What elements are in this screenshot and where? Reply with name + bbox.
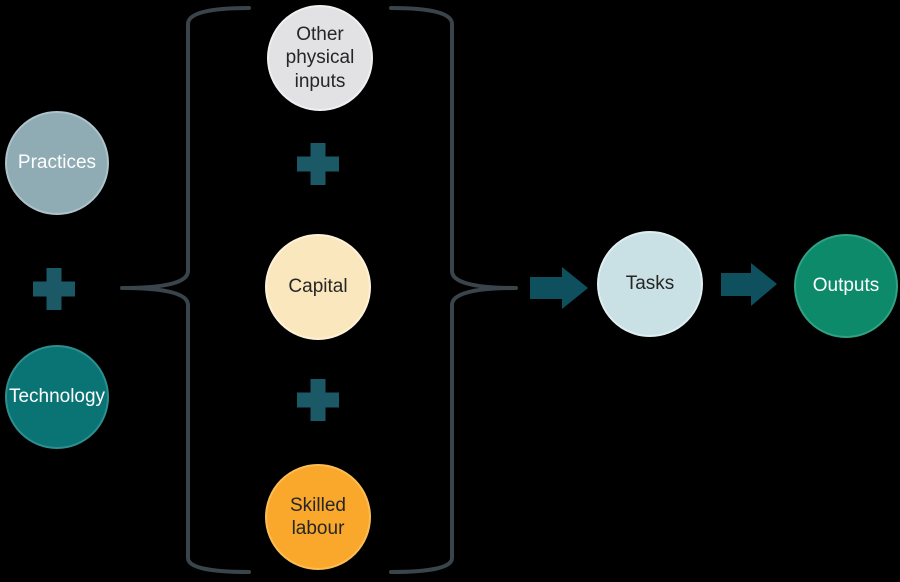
plus-icon bbox=[297, 143, 339, 185]
right-brace-icon bbox=[389, 6, 518, 574]
node-skilled-labour-label: Skilled labour bbox=[290, 494, 346, 539]
plus-icon bbox=[297, 379, 339, 421]
node-capital-label: Capital bbox=[288, 276, 348, 298]
node-outputs-label: Outputs bbox=[812, 275, 880, 297]
node-technology: Technology bbox=[5, 345, 109, 449]
node-outputs: Outputs bbox=[794, 234, 898, 338]
node-other-physical-inputs-label: Other physical inputs bbox=[285, 24, 355, 92]
arrow-right-icon bbox=[530, 267, 588, 309]
node-technology-label: Technology bbox=[8, 386, 106, 408]
node-capital: Capital bbox=[265, 234, 371, 340]
node-tasks: Tasks bbox=[597, 231, 703, 337]
arrow-right-icon bbox=[721, 263, 777, 306]
node-tasks-label: Tasks bbox=[625, 273, 675, 295]
node-practices: Practices bbox=[5, 111, 109, 215]
left-brace-icon bbox=[120, 6, 251, 574]
plus-icon bbox=[33, 268, 75, 310]
node-other-physical-inputs: Other physical inputs bbox=[267, 5, 373, 111]
node-practices-label: Practices bbox=[17, 152, 97, 174]
node-skilled-labour: Skilled labour bbox=[265, 464, 371, 570]
